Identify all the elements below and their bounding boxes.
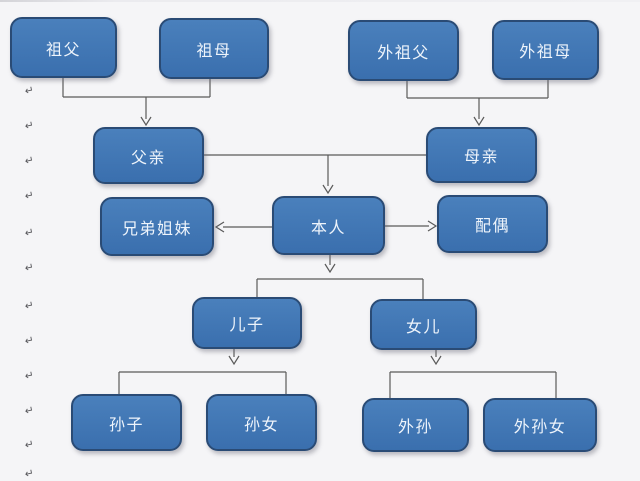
node-self: 本人 — [272, 196, 385, 255]
paragraph-return-icon: ↵ — [23, 189, 36, 203]
node-paternal-grandfather: 祖父 — [10, 17, 117, 78]
node-paternal-grandmother: 祖母 — [159, 18, 269, 79]
arrowhead-down-icon — [430, 355, 442, 366]
paragraph-return-icon: ↵ — [23, 334, 36, 348]
paragraph-return-icon: ↵ — [23, 369, 36, 383]
paragraph-return-icon: ↵ — [23, 84, 36, 98]
node-granddaughter: 孙女 — [206, 394, 317, 451]
connector-self-to-siblings — [214, 221, 272, 233]
node-siblings: 兄弟姐妹 — [100, 197, 214, 256]
paragraph-return-icon: ↵ — [23, 261, 36, 275]
connector-son-to-grandchildren — [118, 349, 287, 394]
arrowhead-down-icon — [473, 116, 485, 127]
arrowhead-down-icon — [322, 184, 334, 195]
node-maternal-grandmother: 外祖母 — [492, 20, 599, 80]
node-daughter: 女儿 — [370, 299, 477, 350]
node-daughters-son: 外孙 — [362, 398, 469, 452]
paragraph-return-icon: ↵ — [23, 226, 36, 240]
paragraph-return-icon: ↵ — [23, 467, 36, 481]
connector-daughter-to-grandchildren — [389, 350, 557, 400]
connector-self-to-spouse — [385, 220, 438, 232]
connector-maternal-grandparents-to-mother — [406, 80, 549, 127]
arrowhead-down-icon — [228, 355, 240, 366]
arrowhead-left-icon — [214, 221, 225, 233]
node-son: 儿子 — [192, 297, 302, 349]
node-grandson: 孙子 — [71, 394, 182, 451]
node-mother: 母亲 — [426, 127, 537, 183]
paragraph-return-icon: ↵ — [23, 438, 36, 452]
node-daughters-daughter: 外孙女 — [483, 398, 597, 452]
arrowhead-down-icon — [324, 263, 336, 274]
node-maternal-grandfather: 外祖父 — [348, 20, 459, 81]
connector-self-to-children — [256, 255, 424, 300]
paragraph-return-icon: ↵ — [23, 299, 36, 313]
node-father: 父亲 — [93, 127, 204, 184]
node-spouse: 配偶 — [437, 195, 548, 253]
connector-paternal-grandparents-to-father — [62, 78, 211, 127]
connector-father-mother-to-self — [204, 154, 426, 195]
arrowhead-down-icon — [140, 116, 152, 127]
arrowhead-right-icon — [427, 220, 438, 232]
paragraph-return-icon: ↵ — [23, 154, 36, 168]
paragraph-return-icon: ↵ — [23, 119, 36, 133]
page-top-edge — [0, 0, 640, 2]
paragraph-return-icon: ↵ — [23, 404, 36, 418]
